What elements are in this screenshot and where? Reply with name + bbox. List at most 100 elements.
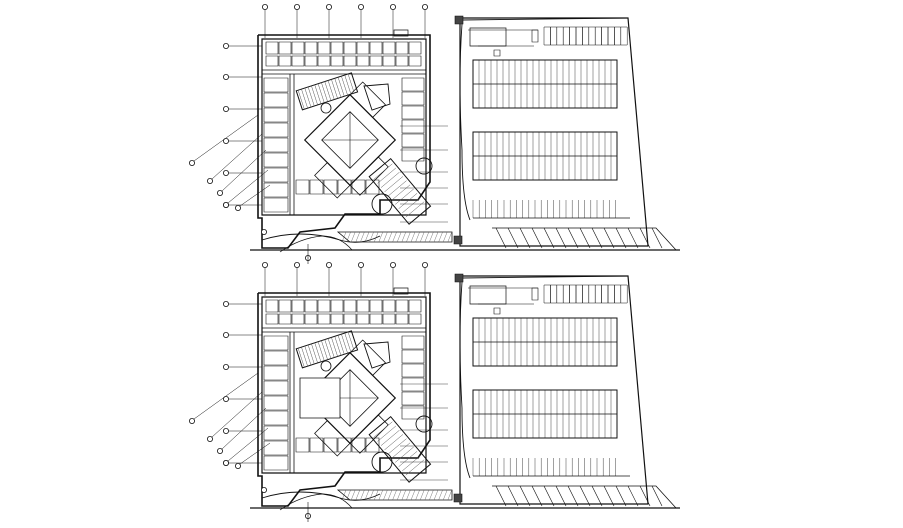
grid-bubble-left bbox=[223, 43, 228, 48]
room-bottom-row bbox=[296, 438, 309, 452]
sidewalk-hatch bbox=[347, 232, 351, 242]
room-second-row bbox=[383, 314, 395, 324]
room-second-row bbox=[331, 314, 343, 324]
floor-plans bbox=[189, 4, 680, 522]
ramp-hatch bbox=[388, 181, 406, 196]
sidewalk-hatch bbox=[356, 490, 360, 500]
gate-post bbox=[454, 236, 462, 244]
ramp-outline bbox=[369, 159, 430, 224]
diagonal-stall bbox=[556, 228, 566, 248]
stair-tread bbox=[311, 344, 317, 363]
atrium-wing bbox=[350, 415, 388, 453]
open-area-patch bbox=[300, 378, 340, 418]
room-left-column bbox=[264, 153, 288, 167]
diagonal-parking-edge bbox=[492, 486, 676, 508]
room-top-row bbox=[318, 42, 330, 54]
atrium-cross bbox=[322, 370, 379, 427]
stair-tread bbox=[331, 79, 337, 98]
lobby-wedge bbox=[364, 342, 390, 368]
building-inner-wall bbox=[262, 39, 426, 215]
sidewalk-hatch bbox=[406, 232, 410, 242]
sidewalk-hatch bbox=[351, 232, 355, 242]
grid-bubble-top bbox=[326, 262, 331, 267]
grid-bubble-top bbox=[390, 4, 395, 9]
sidewalk-hatch bbox=[397, 490, 401, 500]
grid-line-diagonal bbox=[240, 443, 270, 464]
section-marker bbox=[261, 229, 266, 234]
landscape-curve bbox=[280, 236, 352, 252]
ramp-hatch bbox=[381, 430, 399, 445]
room-right-column bbox=[402, 106, 424, 119]
room-second-row bbox=[357, 56, 369, 66]
column-round bbox=[321, 361, 331, 371]
sidewalk-hatch bbox=[393, 232, 397, 242]
diagonal-stall bbox=[640, 228, 650, 248]
sidewalk-hatch bbox=[351, 490, 355, 500]
atrium-wing bbox=[350, 157, 388, 195]
sidewalk-hatch bbox=[388, 232, 392, 242]
stair-tread bbox=[325, 82, 331, 101]
room-second-row bbox=[409, 314, 421, 324]
sidewalk-hatch bbox=[429, 232, 433, 242]
sidewalk-hatch bbox=[411, 232, 415, 242]
grid-bubble-top bbox=[326, 4, 331, 9]
diagonal-stall bbox=[616, 486, 626, 506]
stair-tread bbox=[338, 77, 344, 96]
room-top-row bbox=[331, 42, 343, 54]
section-marker bbox=[261, 487, 266, 492]
parking-stall-top bbox=[621, 27, 627, 45]
sidewalk-band bbox=[338, 490, 452, 500]
turning-circle bbox=[416, 158, 432, 174]
stair-tread bbox=[305, 88, 311, 107]
ramp-hatch bbox=[374, 422, 392, 437]
room-second-row bbox=[370, 56, 382, 66]
room-top-row bbox=[357, 300, 369, 312]
plan-upper bbox=[189, 4, 680, 264]
stair-tread bbox=[301, 347, 307, 366]
room-top-row bbox=[370, 42, 382, 54]
room-top-row bbox=[279, 300, 291, 312]
room-top-row bbox=[318, 300, 330, 312]
diagonal-stall bbox=[568, 486, 578, 506]
room-top-row bbox=[383, 300, 395, 312]
room-top-row bbox=[279, 42, 291, 54]
stair-tread bbox=[305, 346, 311, 365]
sidewalk-hatch bbox=[370, 232, 374, 242]
sidewalk-hatch bbox=[374, 232, 378, 242]
diagonal-stall bbox=[628, 228, 638, 248]
plan-lower bbox=[189, 262, 680, 522]
room-second-row bbox=[396, 314, 408, 324]
sidewalk-hatch bbox=[416, 232, 420, 242]
ramp-hatch bbox=[378, 426, 396, 441]
grid-bubble-diagonal bbox=[235, 205, 240, 210]
room-bottom-row bbox=[310, 438, 323, 452]
sidewalk-hatch bbox=[448, 490, 452, 500]
sidewalk-hatch bbox=[393, 490, 397, 500]
ramp-hatch bbox=[406, 460, 424, 475]
room-right-column bbox=[402, 120, 424, 133]
ramp-hatch bbox=[392, 185, 410, 200]
grid-bubble-left bbox=[223, 428, 228, 433]
sidewalk-hatch bbox=[360, 490, 364, 500]
grid-bubble-diagonal bbox=[223, 460, 228, 465]
stair-tread bbox=[298, 348, 304, 367]
diagonal-stall bbox=[568, 228, 578, 248]
stair-tread bbox=[308, 345, 314, 364]
diagonal-stall bbox=[604, 486, 614, 506]
grid-bubble-diagonal bbox=[223, 202, 228, 207]
sidewalk-hatch bbox=[420, 490, 424, 500]
sidewalk-hatch bbox=[347, 490, 351, 500]
sidewalk-hatch bbox=[374, 490, 378, 500]
grid-bubble-diagonal bbox=[217, 448, 222, 453]
grid-bubble-top bbox=[358, 4, 363, 9]
diagonal-stall bbox=[592, 486, 602, 506]
sidewalk-hatch bbox=[342, 232, 346, 242]
room-top-row bbox=[409, 300, 421, 312]
sidewalk-hatch bbox=[434, 490, 438, 500]
utility-box bbox=[494, 50, 500, 56]
lobby-wedge bbox=[364, 84, 390, 110]
room-second-row bbox=[279, 56, 291, 66]
room-left-column bbox=[264, 456, 288, 470]
sidewalk-hatch bbox=[439, 490, 443, 500]
diagonal-stall bbox=[628, 486, 638, 506]
